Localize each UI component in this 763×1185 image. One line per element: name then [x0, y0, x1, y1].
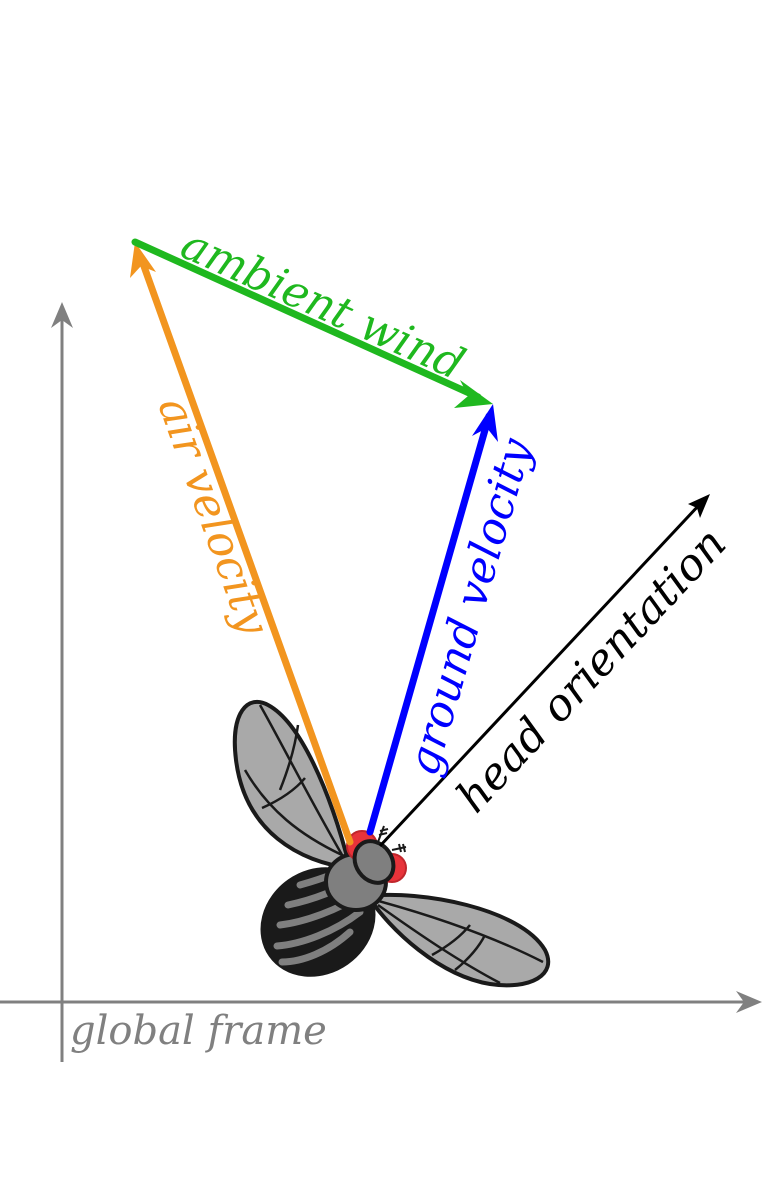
- global-frame-axes: [0, 302, 762, 1062]
- fly-head: [352, 839, 396, 885]
- air-velocity-arrow: [130, 242, 354, 846]
- air-velocity-arrowhead-icon: [130, 242, 156, 278]
- head-orientation-arrow: [378, 494, 710, 848]
- ambient-wind-arrowhead-icon: [454, 380, 493, 408]
- fly-upper-wing: [232, 699, 353, 871]
- y-axis-arrowhead-icon: [51, 302, 73, 328]
- head-orientation-arrowhead-icon: [688, 494, 710, 518]
- fruit-fly-icon: [232, 699, 551, 988]
- x-axis-arrowhead-icon: [736, 991, 762, 1013]
- air-velocity-label: air velocity: [148, 391, 280, 643]
- ambient-wind-label: ambient wind: [173, 219, 471, 391]
- fly-lower-wing: [364, 892, 551, 988]
- ground-velocity-arrow: [366, 404, 498, 836]
- ground-velocity-arrowhead-icon: [472, 404, 498, 442]
- global-frame-label: global frame: [70, 1008, 327, 1054]
- ambient-wind-arrow: [131, 238, 493, 408]
